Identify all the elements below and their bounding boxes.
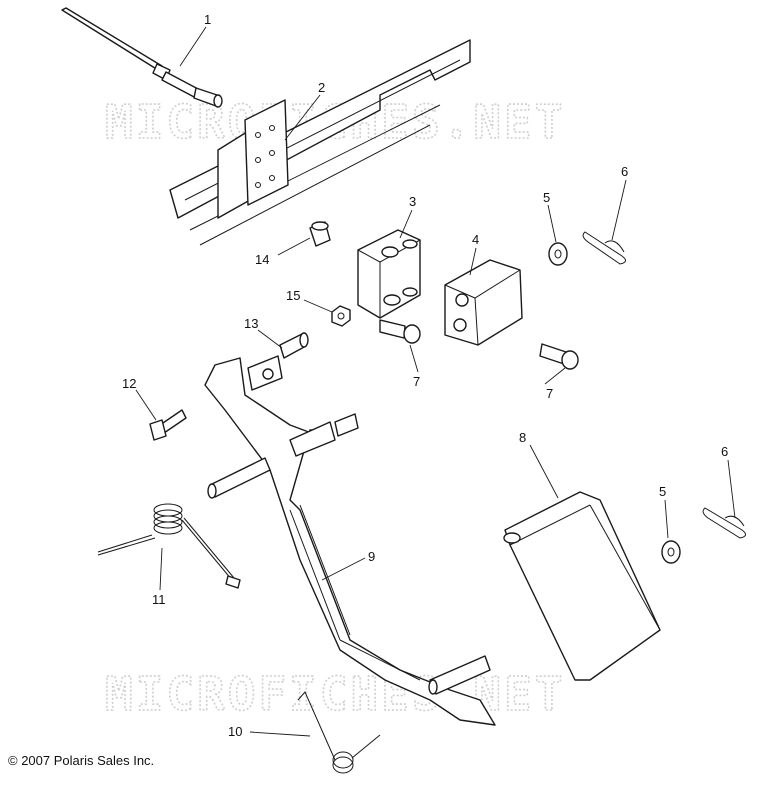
part-6-clip-b bbox=[702, 507, 746, 539]
callout-10: 10 bbox=[228, 724, 242, 739]
part-12-bolt bbox=[149, 409, 187, 441]
callout-14: 14 bbox=[255, 252, 269, 267]
watermark-bottom: MICROFICHES.NET bbox=[105, 667, 565, 721]
part-9-pedal-arm bbox=[204, 355, 496, 726]
callout-4: 4 bbox=[472, 232, 479, 247]
part-4-housing bbox=[444, 259, 523, 346]
part-5-washer-a bbox=[548, 242, 568, 266]
part-6-clip-a bbox=[582, 231, 626, 265]
part-15-nut bbox=[331, 305, 351, 327]
callout-8: 8 bbox=[519, 430, 526, 445]
part-3-block bbox=[357, 229, 421, 319]
callout-15: 15 bbox=[286, 288, 300, 303]
callout-6a: 6 bbox=[621, 164, 628, 179]
callout-7a: 7 bbox=[413, 374, 420, 389]
callout-13: 13 bbox=[244, 316, 258, 331]
callout-5b: 5 bbox=[659, 484, 666, 499]
part-14-bushing bbox=[309, 221, 331, 247]
callout-11: 11 bbox=[152, 592, 166, 607]
callout-7b: 7 bbox=[546, 386, 553, 401]
callout-1: 1 bbox=[204, 12, 211, 27]
callout-3: 3 bbox=[409, 194, 416, 209]
part-7-bolt-a bbox=[379, 319, 421, 344]
callout-lines bbox=[135, 26, 736, 737]
callout-5a: 5 bbox=[543, 190, 550, 205]
copyright-notice: © 2007 Polaris Sales Inc. bbox=[8, 753, 155, 768]
part-2-frame-rail bbox=[169, 39, 471, 246]
callout-12: 12 bbox=[122, 376, 136, 391]
callout-6b: 6 bbox=[721, 444, 728, 459]
callout-9: 9 bbox=[368, 549, 375, 564]
part-11-spring bbox=[97, 503, 241, 589]
part-7-bolt-b bbox=[539, 343, 579, 370]
callout-2: 2 bbox=[318, 80, 325, 95]
part-8-pedal-pad bbox=[503, 491, 661, 681]
part-13-pin bbox=[279, 332, 309, 359]
part-1-cable bbox=[61, 7, 223, 108]
part-5-washer-b bbox=[661, 540, 681, 564]
part-10-spring bbox=[297, 691, 381, 774]
